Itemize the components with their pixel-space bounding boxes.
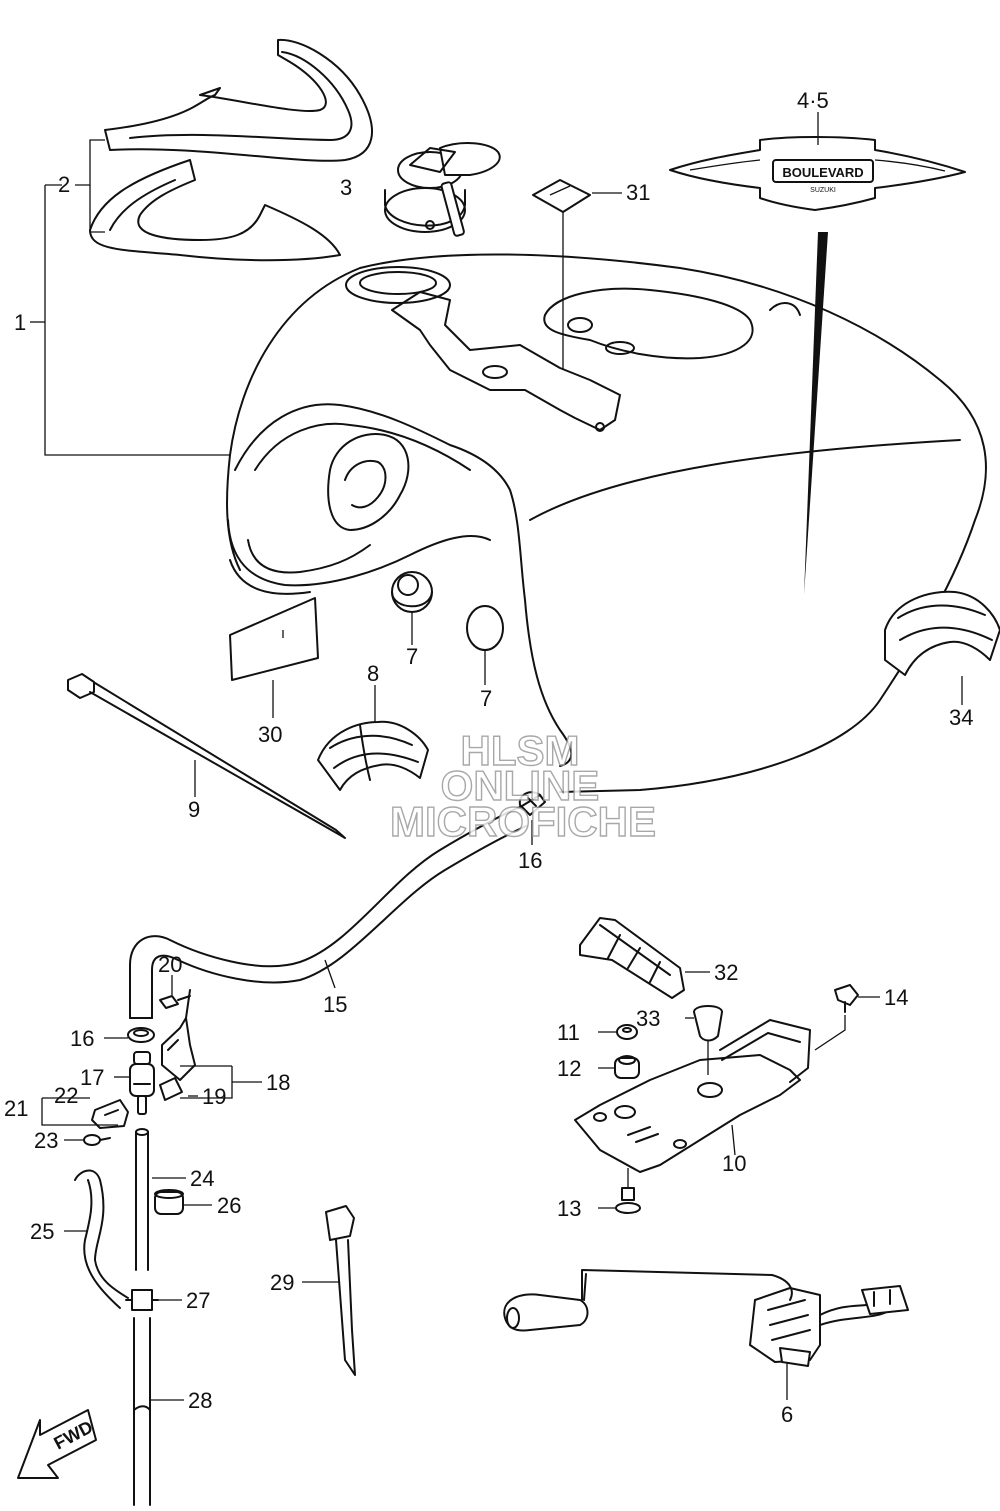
watermark-line-3: MICROFICHE xyxy=(390,798,656,845)
callout-4-5: 4·5 xyxy=(797,88,829,113)
callout-13: 13 xyxy=(557,1196,581,1221)
grommet-12 xyxy=(614,1055,640,1079)
hose-clamp-upper xyxy=(518,791,546,816)
callout-8: 8 xyxy=(367,661,379,686)
joint-27 xyxy=(125,1289,159,1311)
callout-23: 23 xyxy=(34,1128,58,1153)
hose-24 xyxy=(135,1128,149,1271)
callout-17: 17 xyxy=(80,1065,104,1090)
caution-label xyxy=(532,179,591,213)
clamp-19 xyxy=(159,1077,183,1101)
callout-30: 30 xyxy=(258,722,282,747)
tank-decal-set xyxy=(89,38,373,262)
bolt-13 xyxy=(615,1187,641,1214)
cushion-33 xyxy=(693,1005,723,1042)
callout-15: 15 xyxy=(323,992,347,1017)
callout-31: 31 xyxy=(626,180,650,205)
hose-clamp-lower xyxy=(127,1027,155,1043)
callout-27: 27 xyxy=(186,1288,210,1313)
fuel-level-sender-6 xyxy=(503,1269,909,1367)
callout-7-lower: 7 xyxy=(480,686,492,711)
watermark-line-2: ONLINE xyxy=(441,762,600,809)
callout-25: 25 xyxy=(30,1219,54,1244)
bolt-20 xyxy=(159,995,191,1009)
callout-9: 9 xyxy=(188,797,200,822)
callout-26: 26 xyxy=(217,1193,241,1218)
callout-28: 28 xyxy=(188,1388,212,1413)
callout-3: 3 xyxy=(340,175,352,200)
bracket-18 xyxy=(161,989,196,1081)
tank-side-cushion xyxy=(884,590,1000,676)
boulevard-emblem: BOULEVARD SUZUKI xyxy=(669,136,966,211)
callout-32: 32 xyxy=(714,960,738,985)
callout-33: 33 xyxy=(636,1006,660,1031)
callout-6: 6 xyxy=(781,1402,793,1427)
callout-7-upper: 7 xyxy=(406,644,418,669)
callout-22: 22 xyxy=(54,1083,78,1108)
callout-34: 34 xyxy=(949,705,973,730)
fuel-cap xyxy=(384,142,501,237)
callout-2: 2 xyxy=(58,172,70,197)
fuel-tank xyxy=(226,232,987,793)
callout-16-upper: 16 xyxy=(518,848,542,873)
callout-12: 12 xyxy=(557,1056,581,1081)
callout-20: 20 xyxy=(158,952,182,977)
mounting-plate-10 xyxy=(574,1019,811,1173)
callout-18: 18 xyxy=(266,1070,290,1095)
hose-28 xyxy=(133,1317,151,1506)
fwd-arrow: FWD xyxy=(17,1409,97,1479)
callout-1: 1 xyxy=(14,310,26,335)
emblem-subtext: SUZUKI xyxy=(810,187,836,194)
bolt-23 xyxy=(83,1134,111,1146)
rubber-cushion-lower xyxy=(466,605,504,651)
collar-26 xyxy=(154,1189,184,1215)
callout-11: 11 xyxy=(557,1020,580,1045)
clamp-22 xyxy=(91,1099,129,1129)
check-valve-17 xyxy=(129,1051,155,1115)
callout-14: 14 xyxy=(884,985,908,1010)
callout-numbers: 1 2 3 4·5 31 7 7 30 8 34 9 16 15 20 16 1… xyxy=(4,88,973,1427)
breather-hose xyxy=(129,805,527,1019)
tie-strap xyxy=(67,673,346,839)
watermark: HLSM ONLINE MICROFICHE xyxy=(389,726,656,845)
bolt-14 xyxy=(834,984,859,1013)
rubber-cushion-upper xyxy=(391,571,433,613)
collar-11 xyxy=(616,1024,638,1040)
callout-10: 10 xyxy=(722,1151,746,1176)
tie-strap-29 xyxy=(325,1205,356,1376)
callout-21: 21 xyxy=(4,1096,28,1121)
tank-rear-cushion xyxy=(317,720,429,791)
watermark-line-1: HLSM xyxy=(461,727,580,774)
callout-24: 24 xyxy=(190,1166,214,1191)
callout-19: 19 xyxy=(202,1084,226,1109)
rubber-pad-32 xyxy=(579,917,685,999)
callout-16-lower: 16 xyxy=(70,1026,94,1051)
info-label xyxy=(229,597,319,681)
emblem-text: BOULEVARD xyxy=(782,165,863,180)
hose-25 xyxy=(74,1169,129,1309)
callout-29: 29 xyxy=(270,1270,294,1295)
